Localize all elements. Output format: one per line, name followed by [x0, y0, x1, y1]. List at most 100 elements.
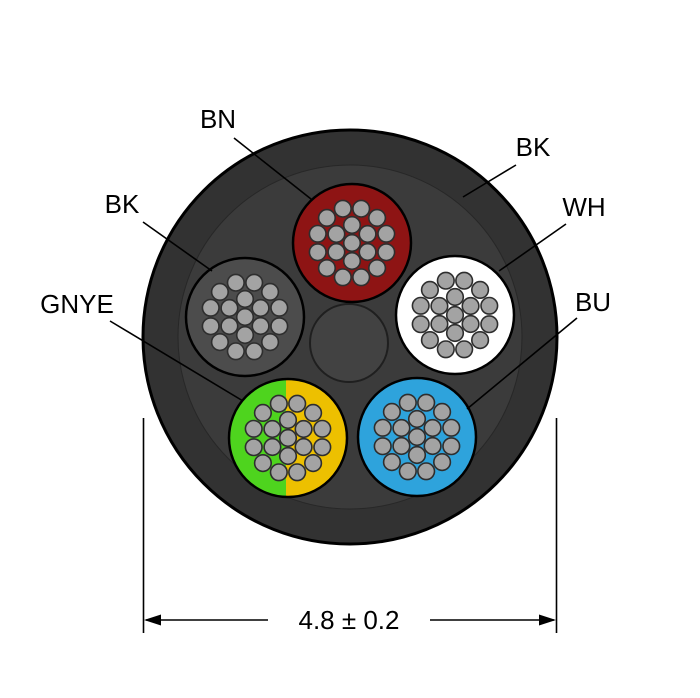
strand [288, 394, 307, 413]
strand [294, 437, 313, 457]
strand [471, 280, 490, 299]
strand [433, 453, 452, 472]
strand [201, 298, 220, 317]
strand [244, 419, 263, 438]
strand [278, 446, 298, 466]
strand [455, 271, 474, 290]
strand [461, 296, 480, 316]
strand [269, 463, 288, 482]
strand [317, 208, 336, 227]
strand [392, 418, 411, 438]
strand [278, 428, 298, 448]
label-bu: BU [575, 287, 611, 317]
strand [430, 314, 449, 334]
label-wh: WH [562, 192, 605, 222]
strand [261, 333, 280, 352]
strand [423, 436, 442, 456]
strand [245, 342, 264, 361]
conductor-wh [394, 254, 516, 376]
strand [226, 273, 245, 292]
strand [245, 273, 264, 292]
strand [270, 317, 289, 336]
strand [352, 199, 371, 218]
strand [417, 393, 436, 412]
strand [436, 340, 455, 359]
strand [304, 454, 323, 473]
strand [392, 436, 411, 456]
strand [368, 208, 387, 227]
strand [420, 280, 439, 299]
strand [327, 242, 346, 262]
strand [423, 418, 442, 438]
strand [445, 323, 465, 343]
leader-gnye [109, 320, 244, 402]
strand [480, 315, 499, 334]
strand [294, 419, 313, 439]
label-bk-jacket: BK [516, 132, 551, 162]
strand [235, 325, 255, 345]
strand [313, 419, 332, 438]
strand [210, 282, 229, 301]
strand [269, 394, 288, 413]
dimension-arrow-right [539, 614, 556, 626]
strand [480, 296, 499, 315]
strand [420, 331, 439, 350]
strand [333, 199, 352, 218]
strand [244, 438, 263, 457]
strand [342, 251, 362, 271]
strand [373, 437, 392, 456]
label-gnye: GNYE [40, 289, 114, 319]
strand [407, 409, 427, 429]
conductor-outline-wh [394, 254, 516, 376]
strand [442, 437, 461, 456]
strand [455, 340, 474, 359]
strand [377, 224, 396, 243]
strand [313, 438, 332, 457]
strand [442, 418, 461, 437]
strand [398, 462, 417, 481]
leader-bk-core [142, 221, 213, 272]
strand [398, 393, 417, 412]
strand [333, 268, 352, 287]
strand [253, 403, 272, 422]
leader-lines [109, 137, 578, 410]
labels: BN BK BK WH GNYE BU [40, 104, 611, 319]
strand [358, 242, 377, 262]
strand [342, 215, 362, 235]
strand [253, 454, 272, 473]
strand [445, 287, 465, 307]
strand [278, 410, 298, 430]
strand [317, 259, 336, 278]
strand [201, 317, 220, 336]
strand [220, 298, 239, 318]
strand [407, 427, 427, 447]
conductor-bu [356, 376, 478, 498]
strand [251, 298, 270, 318]
strand [407, 445, 427, 465]
strand [235, 307, 255, 327]
strand [411, 296, 430, 315]
strand [235, 289, 255, 309]
strand [210, 333, 229, 352]
strand [417, 462, 436, 481]
strand [220, 316, 239, 336]
strand [352, 268, 371, 287]
strand [411, 315, 430, 334]
strand [263, 419, 282, 439]
strand [342, 233, 362, 253]
strand [461, 314, 480, 334]
conductor-bn [291, 182, 413, 304]
strand [471, 331, 490, 350]
conductor-outline-bu [356, 376, 478, 498]
strand [433, 402, 452, 421]
strand [270, 298, 289, 317]
conductor-outline-bn [291, 182, 413, 304]
strand [308, 224, 327, 243]
strand [251, 316, 270, 336]
strand [304, 403, 323, 422]
center-filler [309, 303, 389, 383]
leader-wh [498, 223, 567, 272]
dimension: 4.8 ± 0.2 [142, 418, 558, 635]
conductor-bundle [184, 182, 516, 499]
